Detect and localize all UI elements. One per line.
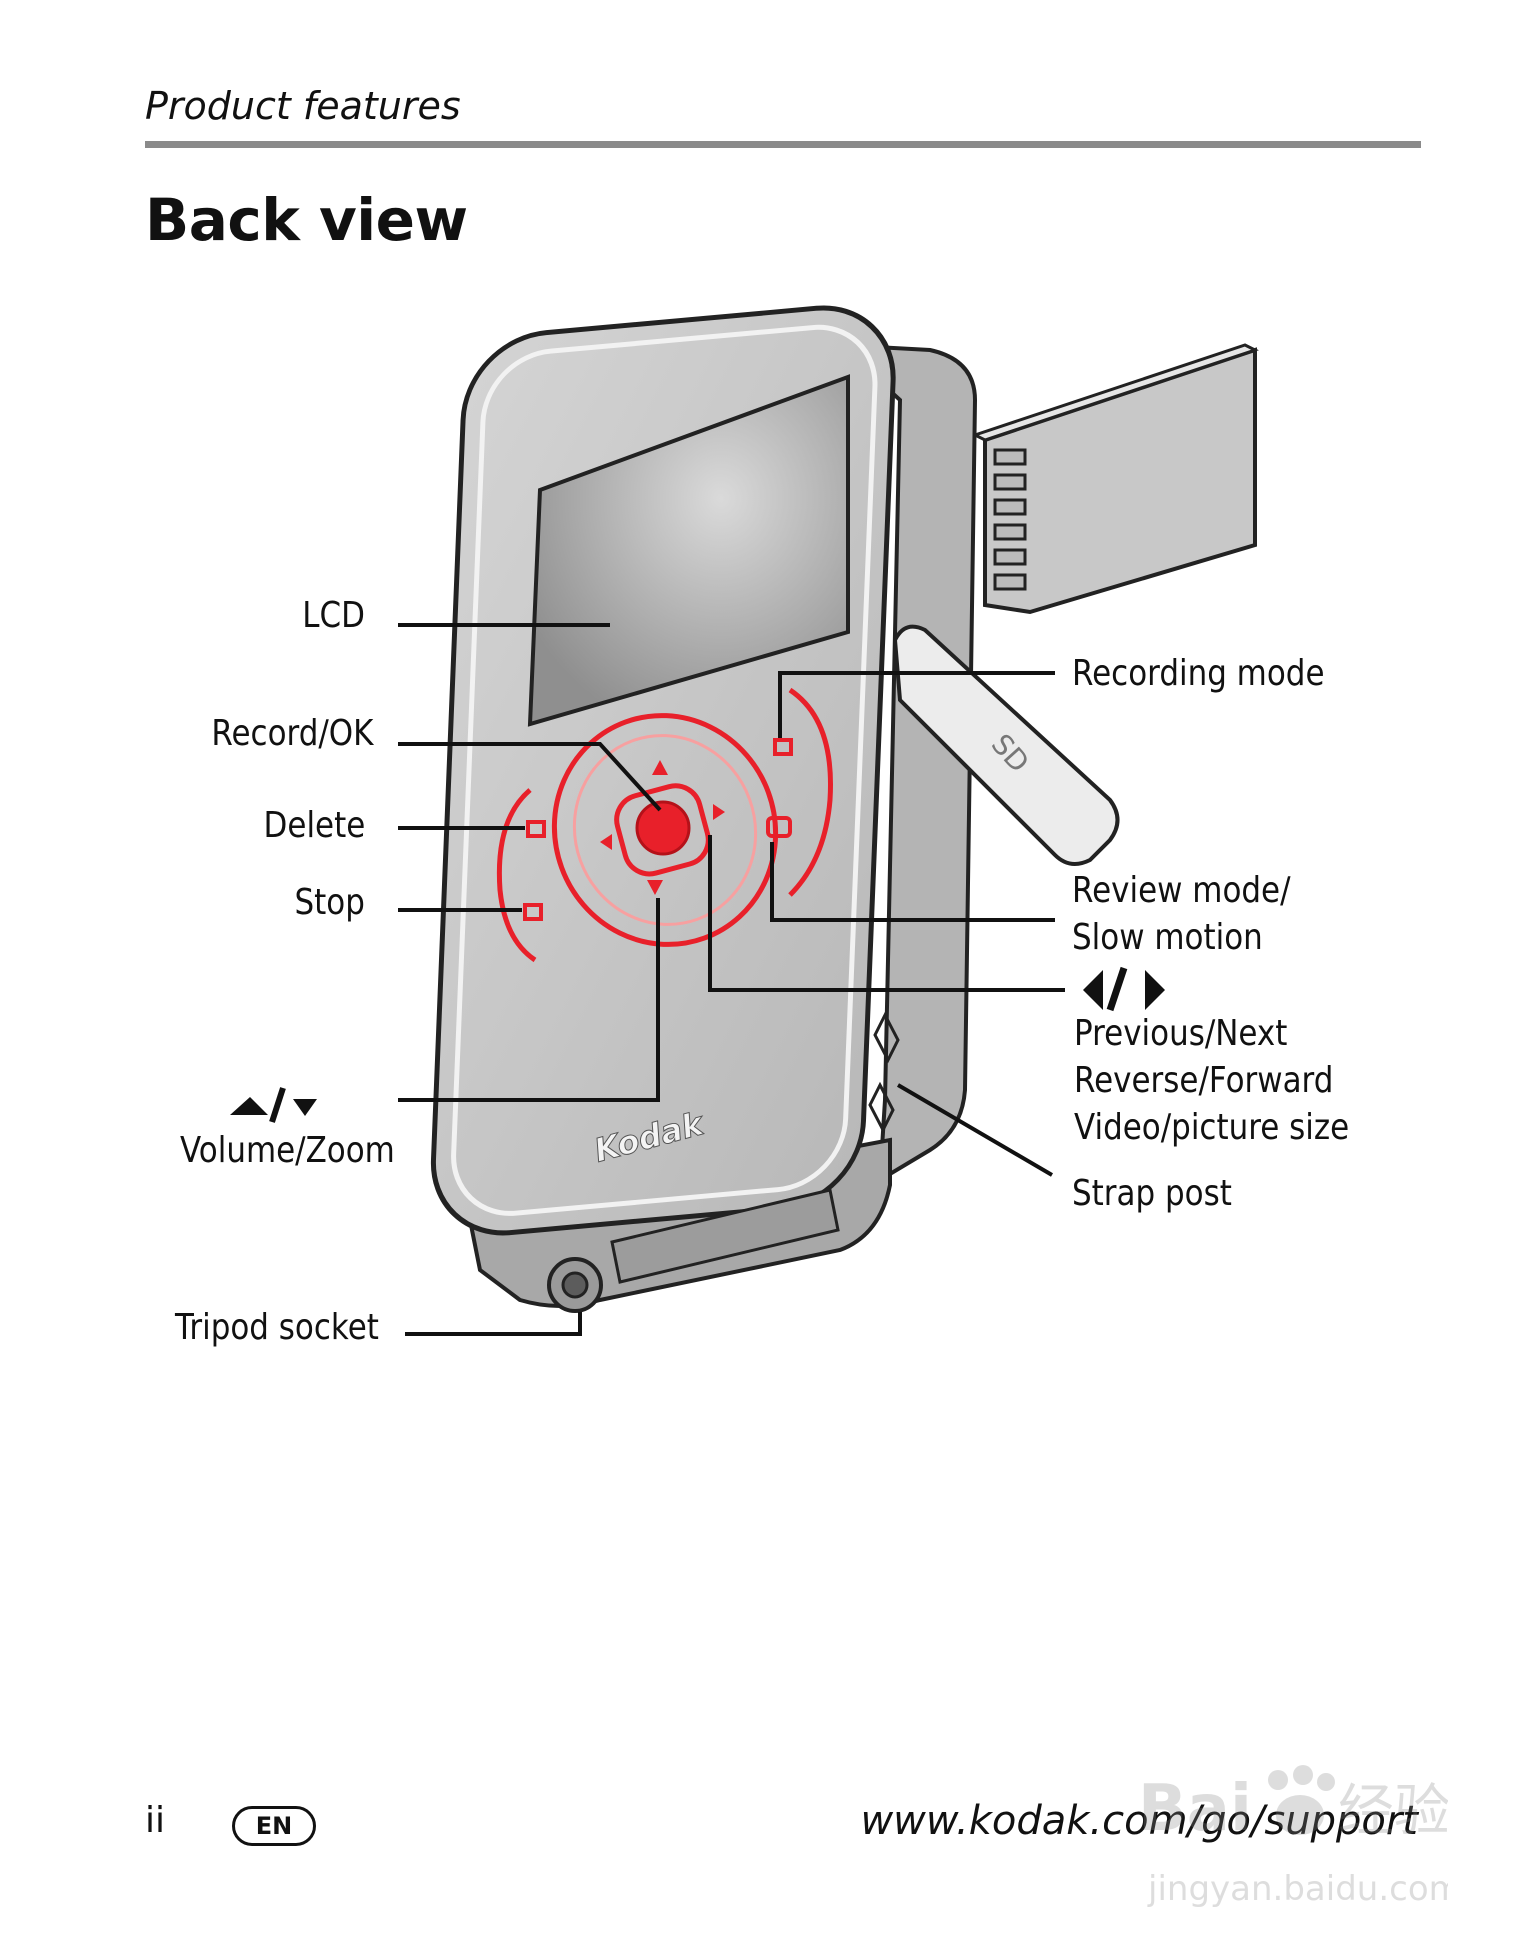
lcd-screen [527,374,850,727]
label-tripod-socket: Tripod socket [175,1307,379,1348]
left-right-arrows-icon [1083,966,1165,1012]
recording-mode-button[interactable] [773,738,793,756]
leader-lines [398,623,1065,1336]
tripod-socket [547,1257,603,1313]
section-label: Product features [145,84,461,128]
label-video-picture-size: Video/picture size [1074,1107,1350,1148]
label-lcd: LCD [302,595,365,636]
stop-button[interactable] [523,903,543,921]
review-mode-button[interactable] [766,816,792,838]
label-previous-next: Previous/Next [1074,1013,1288,1054]
label-strap-post: Strap post [1072,1173,1232,1214]
record-ok-button[interactable] [635,800,691,856]
language-badge: EN [232,1806,316,1846]
label-delete: Delete [263,805,365,846]
label-volume-zoom: Volume/Zoom [180,1130,395,1171]
label-reverse-forward: Reverse/Forward [1074,1060,1334,1101]
control-pad [496,687,833,963]
header-rule [145,141,1421,148]
svg-text:jingyan.baidu.com: jingyan.baidu.com [1147,1869,1448,1909]
support-url[interactable]: www.kodak.com/go/support [860,1798,1418,1844]
up-down-arrows-icon [230,1087,317,1123]
usb-arm: SD [892,624,1120,866]
strap-post [868,1011,900,1134]
sd-card [971,343,1259,615]
page-title: Back view [145,186,468,254]
delete-button[interactable] [526,820,546,838]
svg-text:Bai: Bai [1138,1772,1252,1846]
label-recording-mode: Recording mode [1072,653,1325,694]
svg-text:经验: 经验 [1338,1779,1448,1844]
page-number: ii [145,1800,166,1841]
label-record-ok: Record/OK [210,713,373,754]
label-review-mode: Review mode/ [1072,870,1291,911]
camera-side [834,342,978,1184]
label-slow-motion: Slow motion [1072,917,1263,958]
baidu-watermark: Bai 经验 jingyan.baidu.com [1138,1765,1448,1909]
label-stop: Stop [294,882,365,923]
